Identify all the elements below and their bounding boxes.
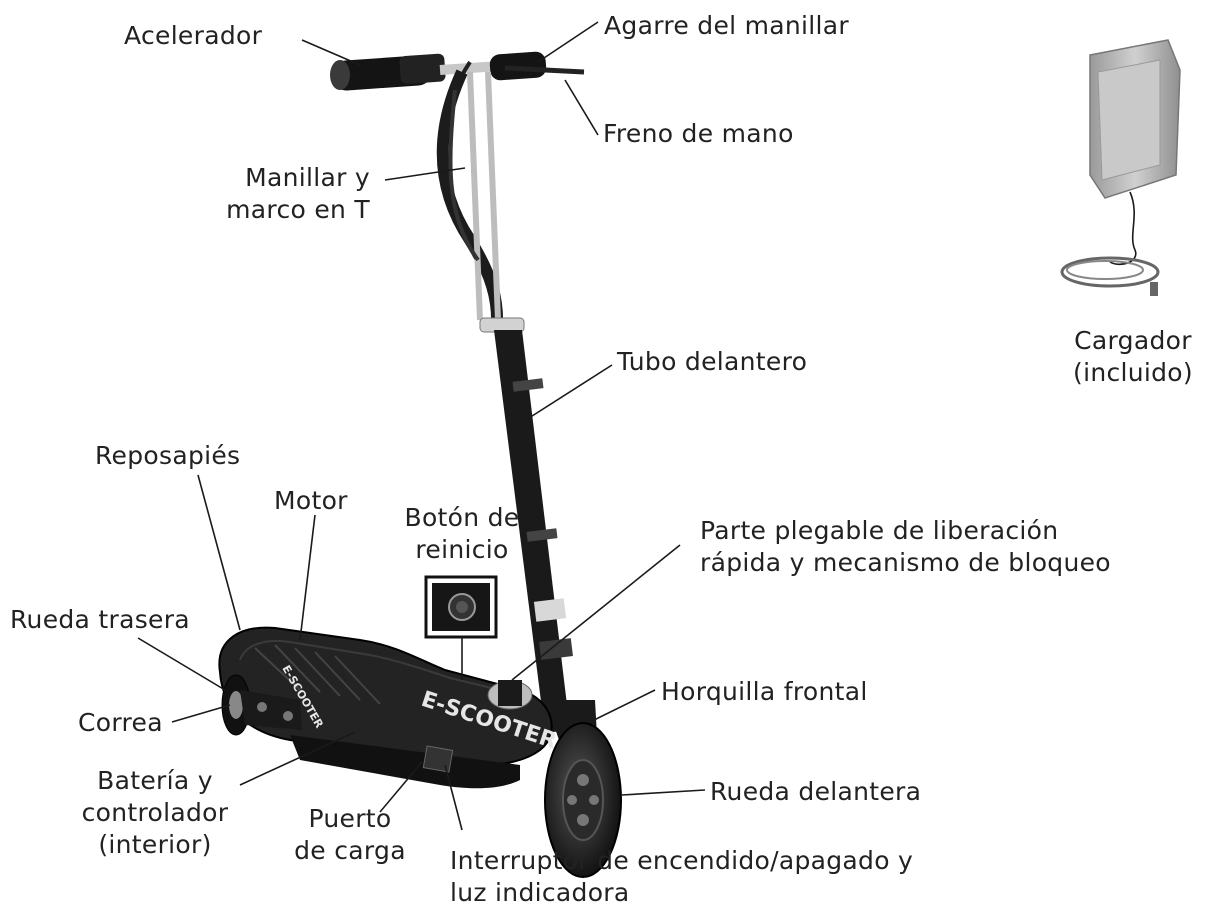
label-cargador-line2: (incluido) xyxy=(1073,358,1193,387)
label-boton-de-reinicio: Botón de reinicio xyxy=(388,502,536,566)
label-cargador-line1: Cargador xyxy=(1074,326,1192,355)
label-bateria-line2: controlador xyxy=(81,798,229,827)
label-bateria-y-controlador: Batería y controlador (interior) xyxy=(60,765,250,861)
label-tubo-delantero: Tubo delantero xyxy=(617,347,808,376)
label-motor: Motor xyxy=(274,486,348,515)
label-horquilla-frontal: Horquilla frontal xyxy=(661,677,868,706)
label-acelerador: Acelerador xyxy=(124,21,263,50)
front-wheel-illustration xyxy=(544,700,622,878)
label-interruptor-line2: luz indicadora xyxy=(450,878,630,907)
label-reposapies: Reposapiés xyxy=(95,441,241,470)
stem-illustration xyxy=(436,69,573,733)
label-cargador: Cargador (incluido) xyxy=(1058,325,1208,389)
label-freno-de-mano: Freno de mano xyxy=(603,119,794,148)
label-interruptor-line1: Interruptor de encendido/apagado y xyxy=(450,846,914,875)
label-puerto-de-carga: Puerto de carga xyxy=(285,803,415,867)
label-boton-line2: reinicio xyxy=(415,535,509,564)
deck-illustration: E-SCOOTER E-SCOOTER xyxy=(218,626,560,789)
label-bateria-line3: (interior) xyxy=(98,830,212,859)
label-manillar: Manillar y marco en T xyxy=(200,162,370,226)
label-rueda-trasera: Rueda trasera xyxy=(10,605,190,634)
label-interruptor: Interruptor de encendido/apagado y luz i… xyxy=(450,845,913,909)
rear-wheel-illustration xyxy=(221,674,302,736)
label-puerto-line1: Puerto xyxy=(308,804,392,833)
reset-button-inset xyxy=(424,575,498,639)
label-bateria-line1: Batería y xyxy=(97,766,213,795)
label-manillar-line1: Manillar y xyxy=(245,163,370,192)
label-boton-line1: Botón de xyxy=(404,503,520,532)
label-rueda-delantera: Rueda delantera xyxy=(710,777,922,806)
leader-lines xyxy=(137,21,706,831)
label-plegable-line1: Parte plegable de liberación xyxy=(700,516,1059,545)
label-plegable-line2: rápida y mecanismo de bloqueo xyxy=(700,548,1111,577)
label-agarre-del-manillar: Agarre del manillar xyxy=(604,11,849,40)
label-puerto-line2: de carga xyxy=(294,836,406,865)
label-manillar-line2: marco en T xyxy=(226,195,370,224)
charger-illustration xyxy=(1060,39,1181,296)
label-correa: Correa xyxy=(78,708,163,737)
label-parte-plegable: Parte plegable de liberación rápida y me… xyxy=(700,515,1111,579)
